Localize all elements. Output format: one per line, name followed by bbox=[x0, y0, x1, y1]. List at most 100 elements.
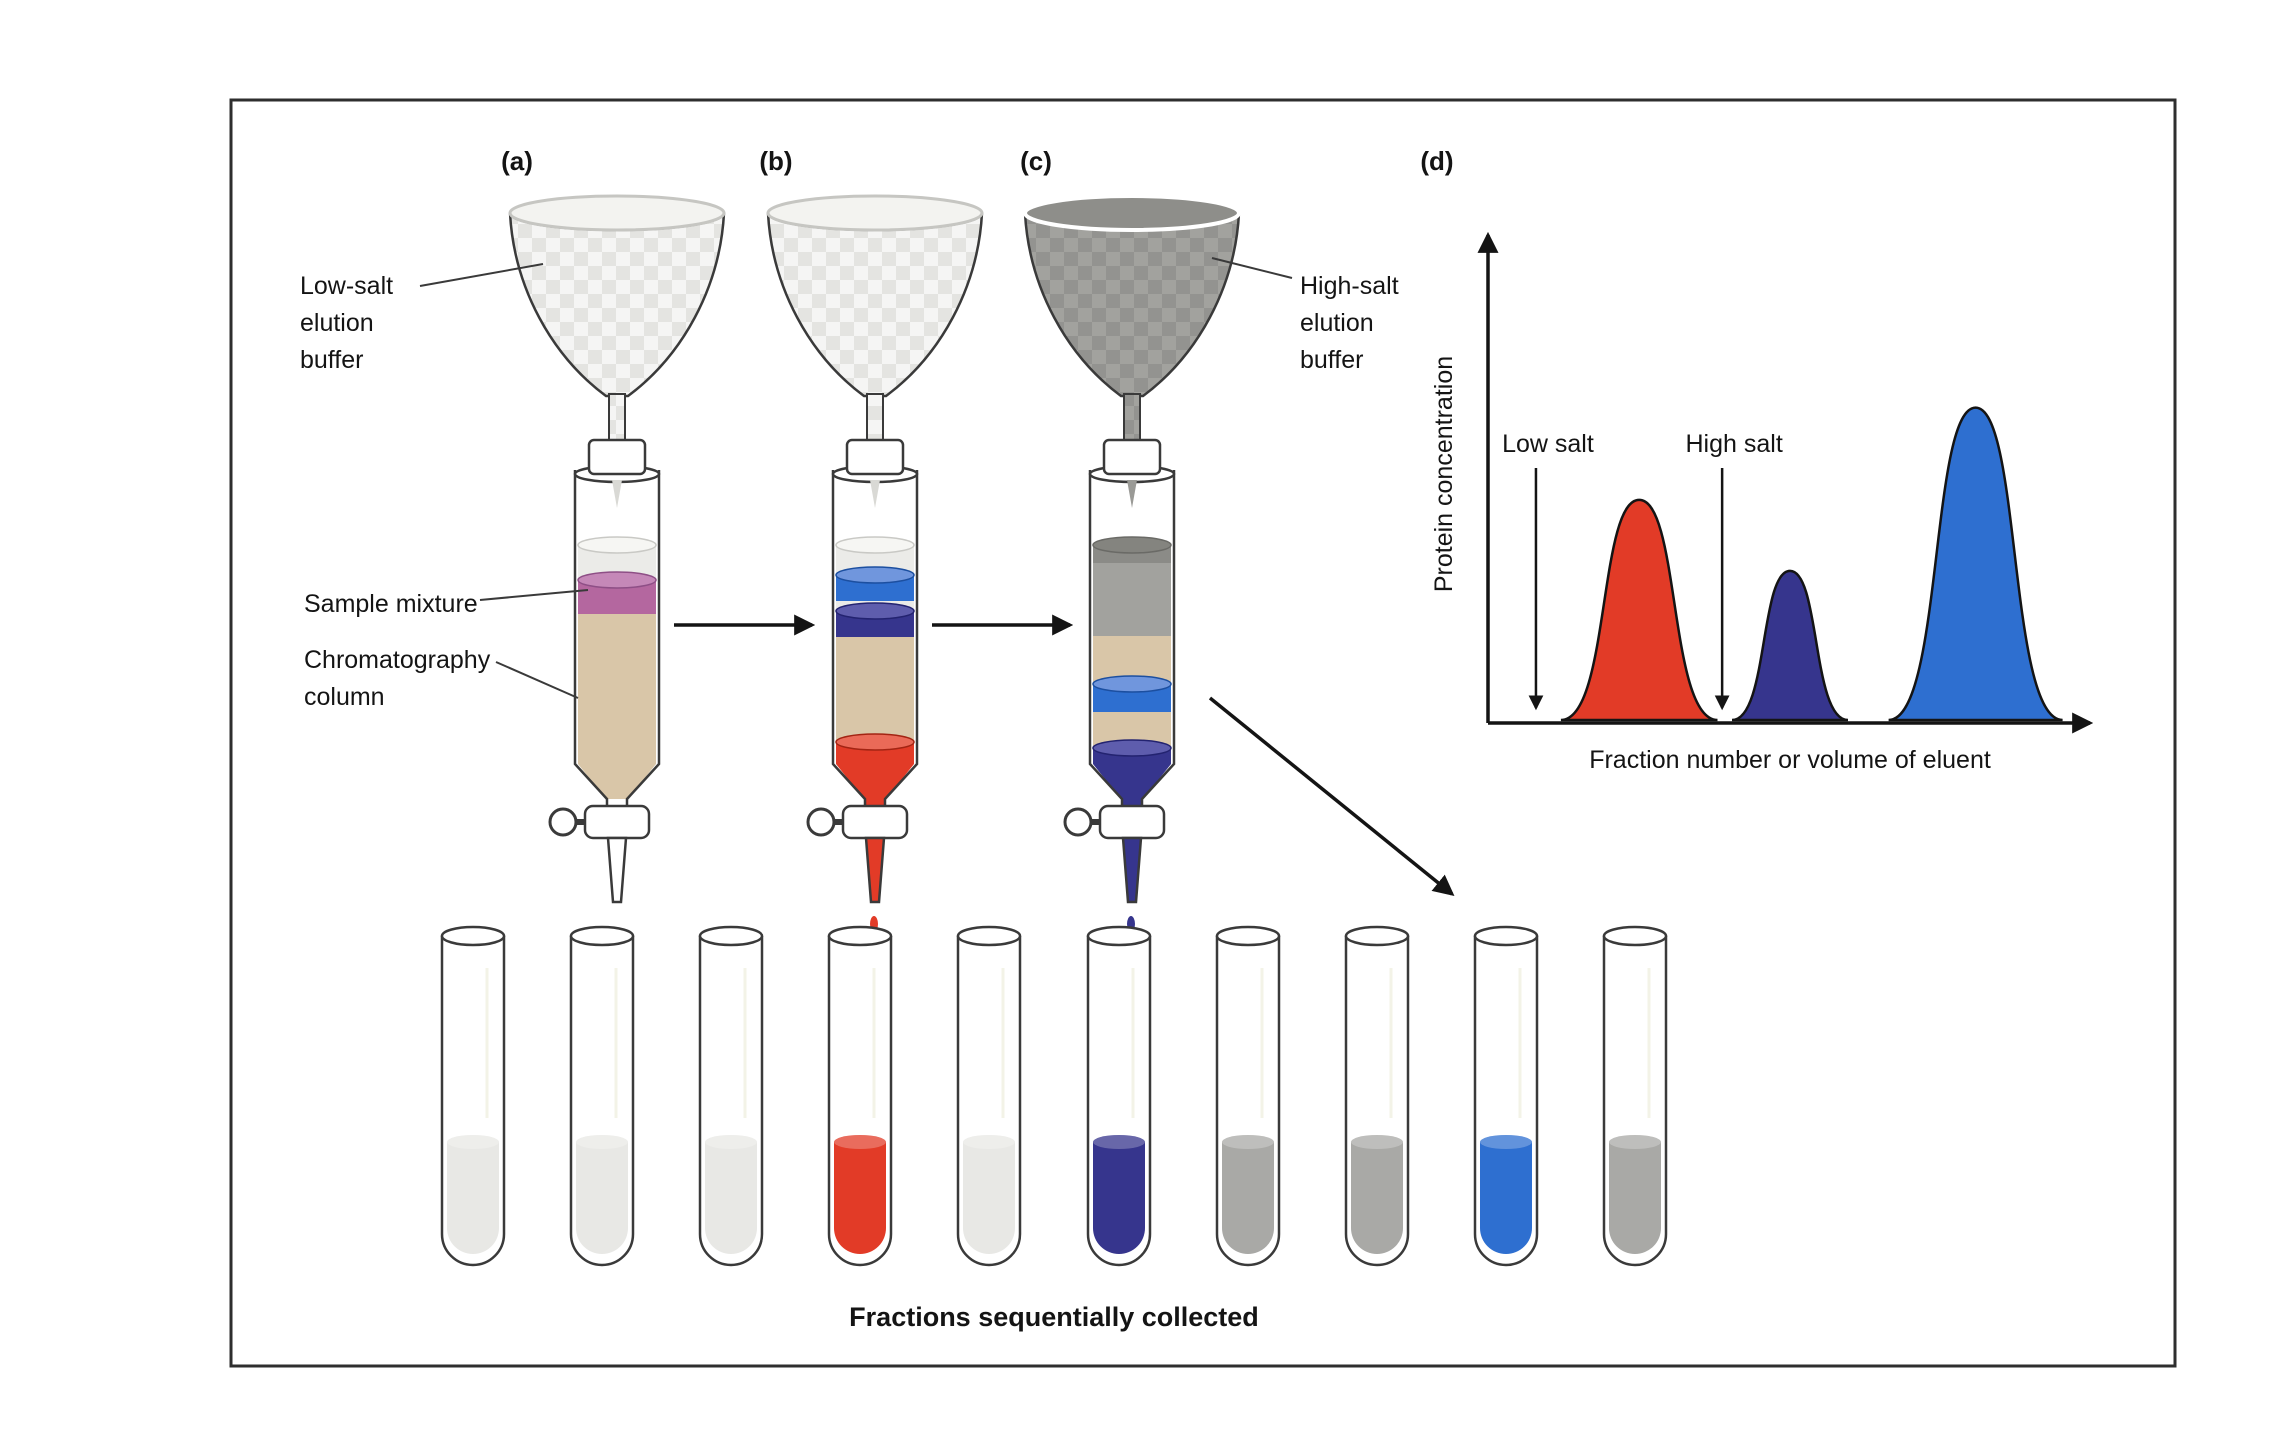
svg-text:Chromatography: Chromatography bbox=[304, 646, 491, 674]
protein-band-blue-surface bbox=[835, 566, 915, 584]
svg-text:Sample mixture: Sample mixture bbox=[304, 590, 478, 618]
funnel-rim bbox=[766, 194, 984, 232]
liquid-surface bbox=[963, 1135, 1015, 1149]
tube-liquid bbox=[1609, 1142, 1661, 1254]
pointer-line bbox=[479, 589, 589, 601]
liquid-surface-highlight bbox=[1480, 1135, 1532, 1149]
test-tube bbox=[1602, 925, 1668, 1267]
apparatus-a bbox=[508, 194, 726, 1115]
liquid-surface-highlight bbox=[576, 1135, 628, 1149]
column-glass bbox=[1088, 470, 1176, 807]
liquid-surface bbox=[576, 1135, 628, 1149]
test-tube bbox=[1215, 925, 1281, 1267]
buffer-drip bbox=[870, 480, 880, 508]
stopcock-handle bbox=[806, 807, 836, 837]
test-tube bbox=[698, 925, 764, 1267]
label-chromatography-column: Chromatography column bbox=[304, 646, 579, 711]
svg-text:Low-salt: Low-salt bbox=[300, 272, 393, 300]
test-tube bbox=[1344, 925, 1410, 1267]
test-tube bbox=[440, 925, 506, 1267]
tube-rim bbox=[827, 925, 893, 947]
protein-band-red-surface bbox=[835, 733, 915, 751]
tube-rim bbox=[1602, 925, 1668, 947]
liquid-surface-highlight bbox=[705, 1135, 757, 1149]
funnel-bowl bbox=[1023, 212, 1241, 398]
tube-liquid bbox=[447, 1142, 499, 1254]
panel-label-d: (d) bbox=[1420, 146, 1453, 176]
tube-liquid bbox=[1480, 1142, 1532, 1254]
test-tube bbox=[569, 925, 635, 1267]
tube-liquid bbox=[1093, 1142, 1145, 1254]
resin-bed bbox=[836, 637, 914, 742]
liquid-surface bbox=[447, 1135, 499, 1149]
stopcock-barrel bbox=[841, 804, 909, 840]
outlet-tip bbox=[1121, 836, 1143, 904]
test-tube bbox=[827, 925, 893, 1267]
liquid-surface bbox=[1480, 1135, 1532, 1149]
resin-bed bbox=[578, 614, 656, 764]
svg-text:column: column bbox=[304, 683, 385, 711]
tube-rim bbox=[1473, 925, 1539, 947]
tube-liquid bbox=[1222, 1142, 1274, 1254]
stopper bbox=[845, 438, 905, 476]
liquid-surface bbox=[1609, 1135, 1661, 1149]
tube-liquid bbox=[705, 1142, 757, 1254]
liquid-surface-highlight bbox=[963, 1135, 1015, 1149]
stopcock-barrel bbox=[583, 804, 651, 840]
stopcock-handle bbox=[1063, 807, 1093, 837]
protein-band-navy-surface bbox=[835, 602, 915, 620]
tube-rim bbox=[1344, 925, 1410, 947]
panel-label-a: (a) bbox=[501, 146, 533, 176]
panel-label-c: (c) bbox=[1020, 146, 1052, 176]
funnel-bowl bbox=[766, 212, 984, 398]
label-sample-mixture: Sample mixture bbox=[304, 589, 589, 618]
label-low-salt-buffer: Low-salt elution buffer bbox=[300, 263, 544, 374]
arrow-c-to-fractions bbox=[1208, 696, 1455, 896]
test-tube bbox=[956, 925, 1022, 1267]
sample-surface bbox=[577, 571, 657, 589]
stopcock-barrel bbox=[1098, 804, 1166, 840]
outlet-tip bbox=[864, 836, 886, 904]
svg-text:elution: elution bbox=[300, 309, 374, 337]
tube-outline bbox=[1602, 936, 1668, 1267]
svg-text:buffer: buffer bbox=[300, 346, 363, 374]
elution-profile-chart: Low salt High salt Protein concentration… bbox=[1430, 231, 2094, 774]
peak-intermediate bbox=[1731, 569, 1849, 722]
buffer-drip bbox=[612, 480, 622, 508]
liquid-surface bbox=[1351, 1135, 1403, 1149]
peak-low-salt bbox=[1560, 498, 1718, 722]
tube-outline bbox=[1086, 936, 1152, 1267]
resin-taper bbox=[578, 764, 656, 799]
tube-rim bbox=[440, 925, 506, 947]
liquid-surface-highlight bbox=[1222, 1135, 1274, 1149]
liquid-surface bbox=[1222, 1135, 1274, 1149]
svg-text:High-salt: High-salt bbox=[1300, 272, 1399, 300]
x-axis-label: Fraction number or volume of eluent bbox=[1589, 746, 1991, 774]
svg-text:High salt: High salt bbox=[1686, 430, 1783, 458]
tube-outline bbox=[956, 936, 1022, 1267]
liquid-surface-highlight bbox=[1093, 1135, 1145, 1149]
figure-frame bbox=[229, 98, 2177, 1368]
label-high-salt-buffer: High-salt elution buffer bbox=[1211, 257, 1399, 374]
tube-rim bbox=[1086, 925, 1152, 947]
protein-band-blue-surface bbox=[1092, 675, 1172, 693]
tube-outline bbox=[698, 936, 764, 1267]
svg-text:Low salt: Low salt bbox=[1502, 430, 1594, 458]
red-taper bbox=[836, 764, 914, 799]
pointer-line bbox=[419, 263, 544, 287]
annotation-low-salt: Low salt bbox=[1502, 430, 1594, 711]
tube-rim bbox=[956, 925, 1022, 947]
panel-label-b: (b) bbox=[759, 146, 792, 176]
stopper bbox=[1102, 438, 1162, 476]
svg-text:elution: elution bbox=[1300, 309, 1374, 337]
pointer-line bbox=[495, 661, 579, 699]
navy-neck bbox=[1123, 799, 1141, 807]
protein-band-navy-surface bbox=[1092, 739, 1172, 757]
tube-rim bbox=[1215, 925, 1281, 947]
liquid-surface-highlight bbox=[447, 1135, 499, 1149]
peak-high-salt bbox=[1888, 406, 2063, 722]
annotation-high-salt: High salt bbox=[1686, 430, 1783, 711]
tube-outline bbox=[1344, 936, 1410, 1267]
buffer-surface bbox=[1092, 536, 1172, 554]
